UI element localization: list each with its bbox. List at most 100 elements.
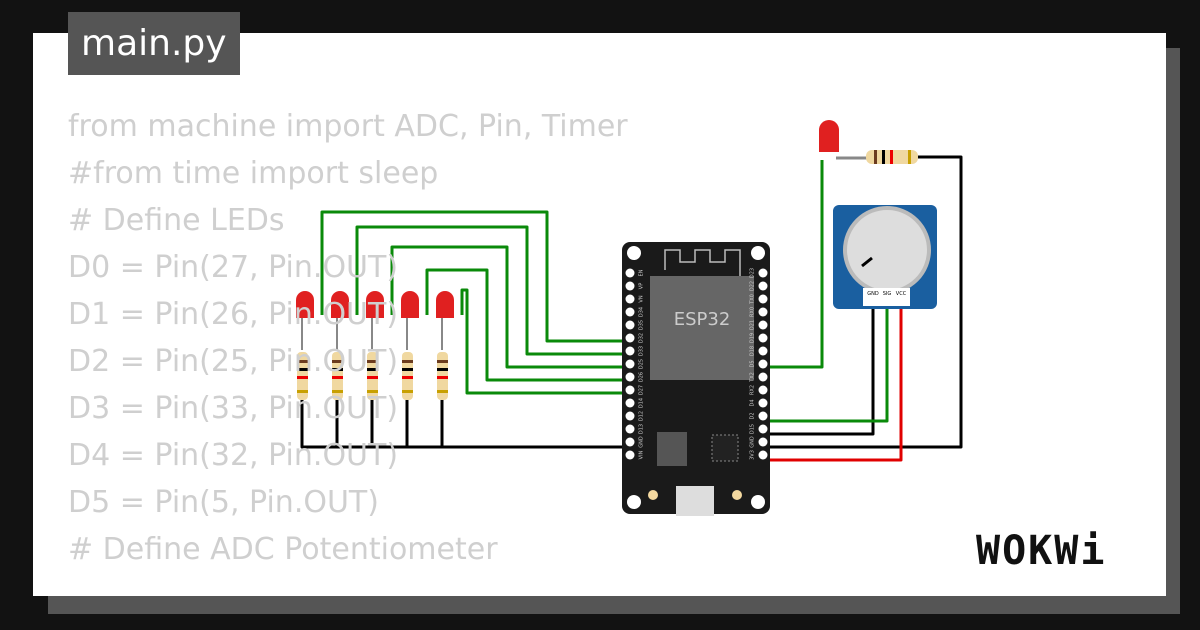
pot-pin-label: GND (867, 291, 879, 297)
led (819, 120, 839, 152)
pot-pin-label: VCC (896, 291, 907, 297)
pot-pin-label: SIG (883, 291, 892, 297)
led-signal-wire (355, 225, 630, 356)
pin-D13 (625, 424, 635, 434)
pin-label: D14 (639, 398, 645, 408)
pin-label: D2 (750, 412, 756, 419)
d5-wire (763, 160, 824, 369)
led-signal-wire (460, 288, 630, 395)
code-preview: from machine import ADC, Pin, Timer #fro… (68, 103, 628, 573)
pin-D32 (625, 333, 635, 343)
pin-D2 (758, 411, 768, 421)
led (331, 291, 349, 318)
code-line: from machine import ADC, Pin, Timer (68, 109, 628, 144)
pin-label: D23 (750, 268, 756, 278)
resistor-band (437, 368, 448, 371)
pin-label: D34 (639, 307, 645, 317)
knob-indicator (861, 256, 873, 268)
pin-label: D18 (750, 346, 756, 356)
pin-D5 (758, 359, 768, 369)
antenna-trace (664, 249, 741, 276)
pin-label: RX2 (750, 385, 756, 395)
resistor-band (882, 150, 885, 164)
resistor-band (332, 376, 343, 379)
resistor-band (874, 150, 877, 164)
resistor-band (367, 360, 378, 363)
pin-D22 (758, 281, 768, 291)
reset-button (732, 490, 742, 500)
mounting-hole (751, 495, 765, 509)
pin-label: D25 (639, 359, 645, 369)
preview-panel (33, 33, 1166, 596)
code-line: D1 = Pin(26, Pin.OUT) (68, 297, 399, 332)
code-line: # Define LEDs (68, 203, 285, 238)
resistor-band (297, 360, 308, 363)
voltage-regulator (657, 432, 687, 466)
pin-label: D27 (639, 385, 645, 395)
resistor-band (297, 368, 308, 371)
pin-RX2 (758, 385, 768, 395)
parts: ESP32ENVPVND34D35D32D33D25D26D27D14D12D1… (296, 120, 937, 516)
resistor-band (367, 376, 378, 379)
pin-TX2 (758, 372, 768, 382)
resistor-band (367, 390, 378, 393)
pin-label: D15 (750, 424, 756, 434)
pin-D27 (625, 385, 635, 395)
esp32-label: ESP32 (674, 309, 731, 330)
esp32-chip (650, 276, 754, 380)
led (401, 291, 419, 318)
pot-gnd-wire (763, 300, 875, 436)
potentiometer-knob (843, 206, 931, 294)
pin-D35 (625, 320, 635, 330)
led (436, 291, 454, 318)
pin-label: 3V3 (750, 450, 756, 460)
pin-label: TX2 (750, 372, 756, 383)
resistor-band (332, 360, 343, 363)
led (296, 291, 314, 318)
resistor-band (402, 376, 413, 379)
usb-chip (711, 434, 739, 462)
resistor-band (908, 150, 911, 164)
code-line: D0 = Pin(27, Pin.OUT) (68, 250, 399, 285)
wires (300, 155, 963, 462)
pin-label: D26 (639, 372, 645, 382)
pin-TX0 (758, 294, 768, 304)
pin-label: D5 (750, 360, 756, 367)
pin-3V3 (758, 450, 768, 460)
pin-label: VN (639, 295, 645, 302)
resistor-band (437, 390, 448, 393)
pin-D23 (758, 268, 768, 278)
resistor-band (367, 368, 378, 371)
pin-label: D21 (750, 320, 756, 330)
pin-label: TX0 (750, 294, 756, 305)
resistor-band (332, 368, 343, 371)
pin-D4 (758, 398, 768, 408)
code-line: D5 = Pin(5, Pin.OUT) (68, 485, 379, 520)
code-line: D3 = Pin(33, Pin.OUT) (68, 391, 399, 426)
pin-label: VP (639, 283, 645, 289)
mounting-hole (627, 495, 641, 509)
pin-label: D35 (639, 320, 645, 330)
pin-label: GND (639, 436, 645, 448)
file-tab[interactable]: main.py (68, 12, 240, 75)
mounting-hole (751, 246, 765, 260)
code-line: D4 = Pin(32, Pin.OUT) (68, 438, 399, 473)
usb-port (676, 486, 714, 516)
pin-label: D13 (639, 424, 645, 434)
pin-VN (625, 294, 635, 304)
pin-D26 (625, 372, 635, 382)
gnd-wire (763, 155, 963, 449)
resistor-band (890, 150, 893, 164)
mounting-hole (627, 246, 641, 260)
pin-D25 (625, 359, 635, 369)
pin-D18 (758, 346, 768, 356)
resistor-band (297, 376, 308, 379)
pin-D15 (758, 424, 768, 434)
code-line: # Define ADC Potentiometer (68, 532, 498, 567)
pin-label: D32 (639, 333, 645, 343)
pin-label: D4 (750, 399, 756, 406)
pin-label: D22 (750, 281, 756, 291)
led-signal-wire (390, 245, 630, 369)
pin-VIN (625, 450, 635, 460)
